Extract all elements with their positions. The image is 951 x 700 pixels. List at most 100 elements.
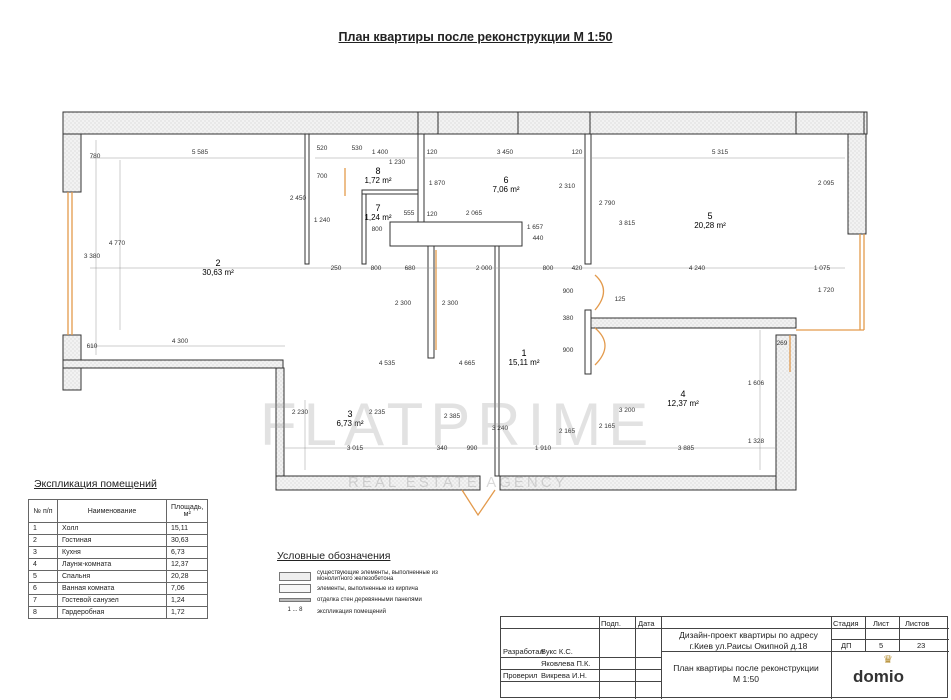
- table-cell: 7: [28, 594, 58, 607]
- dimension-label: 2 095: [818, 180, 835, 187]
- table-cell: Ванная комната: [57, 582, 167, 595]
- room-area: 12,37 m²: [667, 399, 699, 408]
- table-header: № п/п: [28, 499, 58, 523]
- dimension-label: 1 075: [814, 265, 831, 272]
- dimension-label: 380: [563, 315, 574, 322]
- legend-symbol: 1 ... 8: [287, 607, 303, 613]
- dimension-label: 3 380: [84, 253, 101, 260]
- dimension-label: 1 720: [818, 287, 835, 294]
- list-value: 5: [879, 641, 884, 650]
- proveril-label: Проверил: [503, 671, 538, 680]
- room-number: 1: [521, 348, 526, 358]
- project-line-2: г.Киев ул.Раисы Окипной д.18: [689, 641, 808, 651]
- table-cell: 12,37: [165, 558, 209, 571]
- room-number: 2: [215, 258, 220, 268]
- dimension-label: 610: [87, 343, 98, 350]
- legend-item: отделка стен деревянными панелями: [279, 597, 422, 603]
- dimension-label: 120: [427, 149, 438, 156]
- dimension-label: 1 910: [535, 445, 552, 452]
- dimension-label: 5 315: [712, 149, 729, 156]
- dimension-label: 1 870: [429, 180, 446, 187]
- dimension-label: 420: [572, 265, 583, 272]
- table-cell: 15,11: [165, 522, 209, 535]
- room-number: 3: [347, 409, 352, 419]
- title-block: Подп. Дата Дизайн-проект квартиры по адр…: [500, 616, 949, 699]
- dimension-label: 2 235: [369, 409, 386, 416]
- domio-logo: domio: [853, 667, 904, 686]
- proveril-name: Викрева И.Н.: [541, 671, 587, 680]
- table-cell: Гардеробная: [57, 606, 167, 619]
- dimension-label: 2 300: [395, 300, 412, 307]
- room-area: 30,63 m²: [202, 268, 234, 277]
- dimension-label: 990: [467, 445, 478, 452]
- dimension-label: 780: [90, 153, 101, 160]
- dimension-label: 800: [372, 226, 383, 233]
- dimension-label: 2 385: [444, 413, 461, 420]
- dimension-label: 3 450: [497, 149, 514, 156]
- dimension-lines: [90, 140, 845, 470]
- dimension-label: 3 015: [347, 445, 364, 452]
- razrabotal-name: Вукс К.С.: [541, 647, 573, 656]
- legend-swatch-panels: [279, 598, 311, 602]
- dimension-label: 2 310: [559, 183, 576, 190]
- dimension-label: 3 240: [492, 425, 509, 432]
- dimension-label: 1 400: [372, 149, 389, 156]
- legend-swatch-brick: [279, 584, 311, 593]
- dimension-label: 530: [352, 145, 363, 152]
- table-cell: 20,28: [165, 570, 209, 583]
- dimension-label: 4 535: [379, 360, 396, 367]
- room-area: 7,06 m²: [492, 185, 519, 194]
- table-cell: 8: [28, 606, 58, 619]
- table-cell: 1: [28, 522, 58, 535]
- dimension-label: 5 585: [192, 149, 209, 156]
- legend-label: существующие элементы, выполненные из мо…: [317, 570, 438, 582]
- dimension-label: 520: [317, 145, 328, 152]
- room-labels: 1 15,11 m² 2 30,63 m² 3 6,73 m² 4 12,37 …: [202, 166, 726, 428]
- table-header: Наименование: [57, 499, 167, 523]
- dimension-label: 2 230: [292, 409, 309, 416]
- col-podp: Подп.: [601, 619, 621, 628]
- watermark-brand: FLATPRIME: [260, 391, 656, 458]
- sheet-title-line-2: М 1:50: [733, 674, 759, 684]
- razrabotal-label: Разработал: [503, 647, 544, 656]
- room-number: 8: [375, 166, 380, 176]
- table-cell: 30,63: [165, 534, 209, 547]
- crown-icon: ♛: [883, 654, 893, 666]
- dimension-label: 250: [331, 265, 342, 272]
- dimension-label: 4 770: [109, 240, 126, 247]
- col-data: Дата: [638, 619, 655, 628]
- dimension-label: 3 200: [619, 407, 636, 414]
- table-cell: 6,73: [165, 546, 209, 559]
- dimension-label: 120: [427, 211, 438, 218]
- table-cell: Спальня: [57, 570, 167, 583]
- table-cell: Гостиная: [57, 534, 167, 547]
- table-cell: 7,06: [165, 582, 209, 595]
- dimension-label: 700: [317, 173, 328, 180]
- legend-label: отделка стен деревянными панелями: [317, 597, 422, 603]
- table-cell: Лаунж-комната: [57, 558, 167, 571]
- explication-title: Экспликация помещений: [34, 478, 157, 490]
- legend-label: элементы, выполненные из кирпича: [317, 585, 419, 592]
- dimension-label: 2 450: [290, 195, 307, 202]
- dimension-label: 1 240: [314, 217, 331, 224]
- dimension-label: 800: [543, 265, 554, 272]
- room-area: 15,11 m²: [509, 358, 540, 367]
- listov-label: Листов: [905, 619, 930, 628]
- interior-walls: [304, 133, 592, 477]
- dimension-label: 269: [777, 340, 788, 347]
- dimension-label: 1 328: [748, 438, 765, 445]
- dimension-label: 4 240: [689, 265, 706, 272]
- dimension-label: 900: [563, 288, 574, 295]
- dimension-label: 1 606: [748, 380, 765, 387]
- legend-item: существующие элементы, выполненные из мо…: [279, 570, 457, 582]
- legend-swatch-concrete: [279, 571, 311, 581]
- legend-label: экспликация помещений: [317, 608, 386, 615]
- dimension-label: 1 657: [527, 224, 544, 231]
- watermark-tagline: REAL ESTATE AGENCY: [348, 474, 568, 491]
- dimension-labels: 5 585 1 400 3 450 5 315 780 520 530 700 …: [84, 145, 835, 452]
- dimension-label: 3 815: [619, 220, 636, 227]
